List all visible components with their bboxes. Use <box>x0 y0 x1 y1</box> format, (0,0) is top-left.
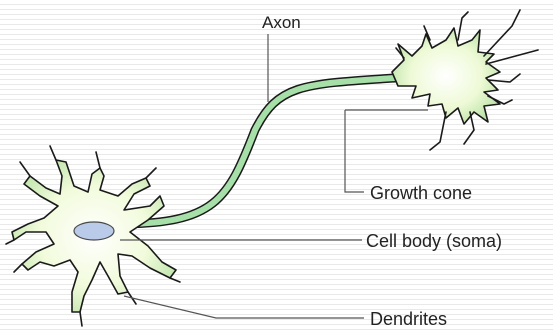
axon-label: Axon <box>262 13 301 32</box>
dendrites-leader-line <box>124 296 364 318</box>
cell-body-label: Cell body (soma) <box>366 231 502 251</box>
growth-cone-label: Growth cone <box>370 183 472 203</box>
nucleus <box>74 222 114 240</box>
dendrites-label: Dendrites <box>370 309 447 329</box>
growth-cone-bracket <box>345 110 364 192</box>
growth-cone <box>392 10 538 150</box>
